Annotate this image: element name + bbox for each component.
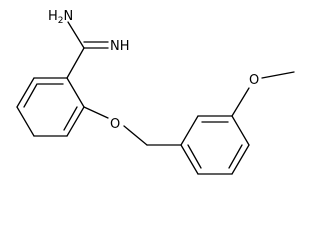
molecule-structure-drawing: H2N NH O O — [16, 9, 295, 175]
left-benzene-ring — [16, 77, 85, 137]
ether-oxygen-label: O — [110, 117, 120, 132]
imine-nitrogen-label: NH — [110, 39, 130, 54]
amidine-group — [66, 21, 109, 79]
right-benzene-ring — [180, 115, 250, 175]
methoxy-group — [231, 71, 295, 117]
ether-linkage — [83, 106, 182, 146]
amine-nitrogen-label: H2N — [48, 9, 73, 26]
methoxy-oxygen-label: O — [249, 73, 259, 88]
